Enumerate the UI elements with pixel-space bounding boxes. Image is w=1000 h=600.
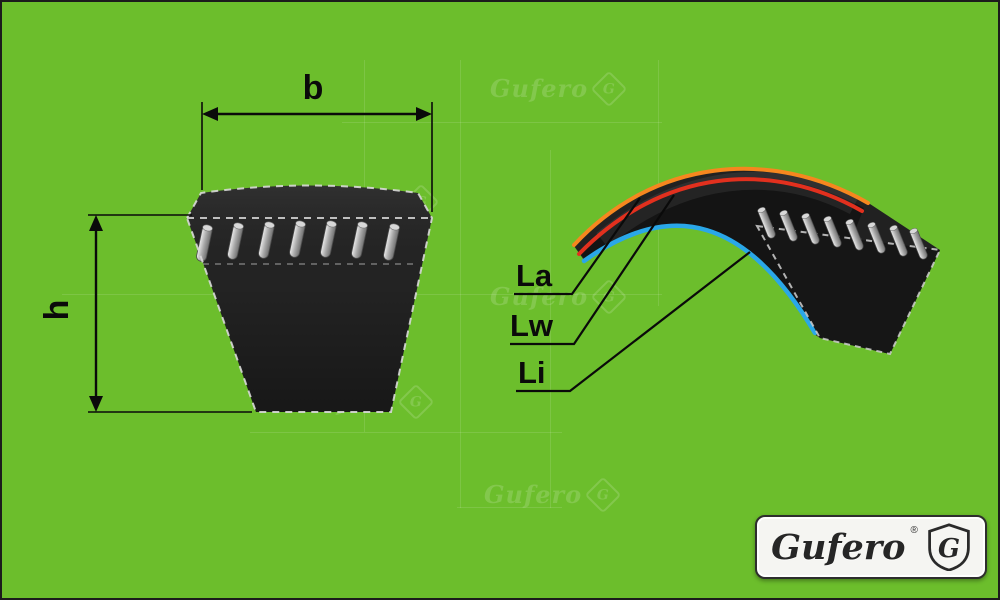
length-callouts: La Lw Li — [510, 194, 751, 393]
cord-pin-icon — [801, 213, 820, 245]
lw-leader-line — [510, 194, 675, 346]
cord-pin-icon — [383, 223, 400, 261]
li-inner-length-line — [581, 223, 818, 336]
cord-pin-icon — [258, 221, 275, 259]
li-leader-line — [516, 251, 751, 393]
la-leader-line — [514, 197, 641, 296]
logo-shield-letter: G — [938, 534, 960, 564]
cord-pin-icon — [909, 228, 928, 260]
belt-3d-view — [572, 166, 942, 356]
lw-pitch-length-line — [577, 177, 864, 256]
li-label: Li — [518, 355, 546, 390]
dimension-b: b — [201, 69, 433, 212]
cord-pin-icon — [351, 221, 368, 259]
arrowhead-up-icon — [89, 215, 103, 231]
cut-face-cord-pins — [757, 207, 928, 260]
width-dimension-label: b — [303, 69, 324, 107]
arrowhead-down-icon — [89, 396, 103, 412]
cord-pin-icon — [845, 219, 864, 251]
cord-pin-icon — [867, 222, 886, 254]
gufero-logo: Gufero ® G — [755, 515, 987, 579]
height-dimension-label: h — [38, 300, 76, 321]
cord-pin-icon — [289, 220, 306, 258]
cord-pin-icon — [196, 224, 213, 262]
dimension-h: h — [38, 214, 252, 413]
arrowhead-right-icon — [416, 107, 432, 121]
la-label: La — [516, 258, 553, 293]
logo-registered-mark: ® — [910, 525, 918, 536]
logo-shield-icon: G — [928, 523, 970, 571]
belt-cut-face — [757, 226, 940, 354]
cord-pin-icon — [757, 207, 776, 239]
belt-dashed-outline — [185, 184, 434, 413]
cord-pin-icon — [889, 225, 908, 257]
belt-body-shading — [187, 185, 432, 412]
belt-3d-side-face — [578, 177, 864, 332]
cord-end-pins — [196, 220, 400, 262]
cord-pin-icon — [779, 210, 798, 242]
cord-pin-icon — [227, 222, 244, 260]
cord-pin-icon — [320, 220, 337, 258]
belt-cross-section — [185, 184, 434, 413]
logo-brand-text: Gufero — [771, 526, 906, 568]
la-outer-length-line — [572, 166, 870, 247]
lw-label: Lw — [510, 308, 554, 343]
cord-pin-icon — [823, 216, 842, 248]
arrowhead-left-icon — [202, 107, 218, 121]
